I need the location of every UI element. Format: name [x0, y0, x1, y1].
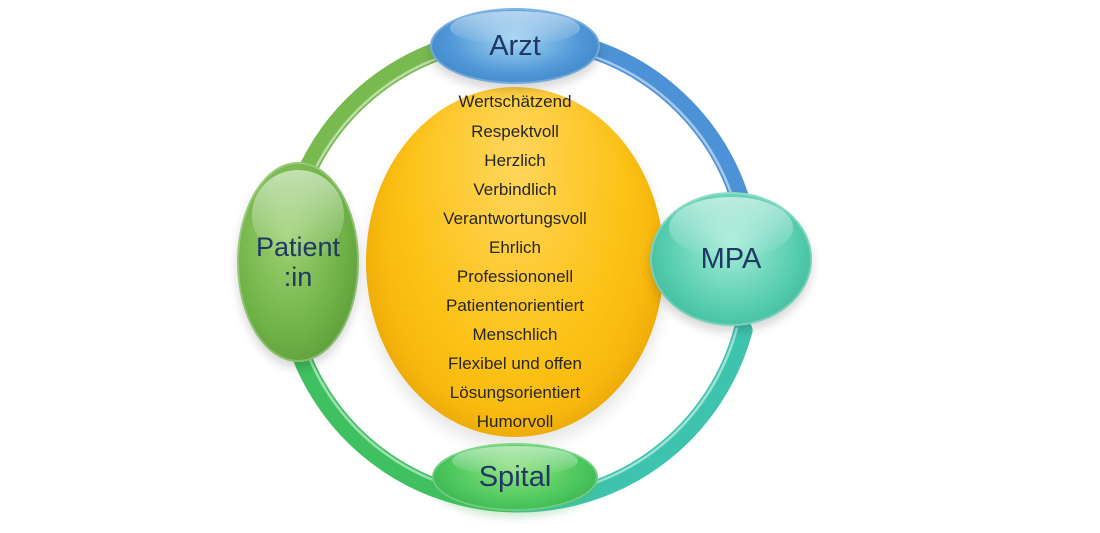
ring-arc-arzt-mpa — [576, 37, 752, 216]
ring-arc-patient-arzt — [294, 37, 460, 189]
ring-highlight-patient-arzt — [308, 52, 454, 183]
value-item: Verantwortungsvoll — [443, 208, 587, 228]
node-patient-label: Patient :in — [256, 232, 340, 292]
node-patient-label-line1: Patient — [255, 231, 341, 262]
value-item: Menschlich — [472, 325, 558, 345]
node-patient-label-line2: :in — [283, 262, 313, 292]
value-item: Herzlich — [484, 150, 546, 170]
value-item: Lösungsorientiert — [449, 383, 581, 403]
node-spital: Spital — [432, 443, 598, 511]
ring-highlight-arzt-mpa — [582, 52, 737, 209]
node-spital-label: Spital — [478, 460, 552, 493]
node-patient: Patient :in — [237, 162, 359, 362]
value-item: Humorvoll — [476, 412, 554, 432]
node-arzt-label: Arzt — [489, 29, 541, 62]
value-item: Verbindlich — [473, 179, 557, 199]
value-item: Flexibel und offen — [448, 354, 582, 374]
value-item: Wertschätzend — [458, 92, 572, 112]
node-arzt: Arzt — [430, 8, 600, 84]
value-item: Patientenorientiert — [446, 296, 584, 316]
node-mpa-label: MPA — [700, 242, 762, 275]
values-list: Wertschätzend Respektvoll Herzlich Verbi… — [366, 87, 664, 437]
values-ellipse: Wertschätzend Respektvoll Herzlich Verbi… — [366, 87, 664, 437]
value-item: Respektvoll — [471, 121, 559, 141]
value-item: Professiononell — [456, 267, 574, 286]
value-item: Ehrlich — [489, 237, 541, 257]
node-mpa: MPA — [650, 192, 812, 326]
